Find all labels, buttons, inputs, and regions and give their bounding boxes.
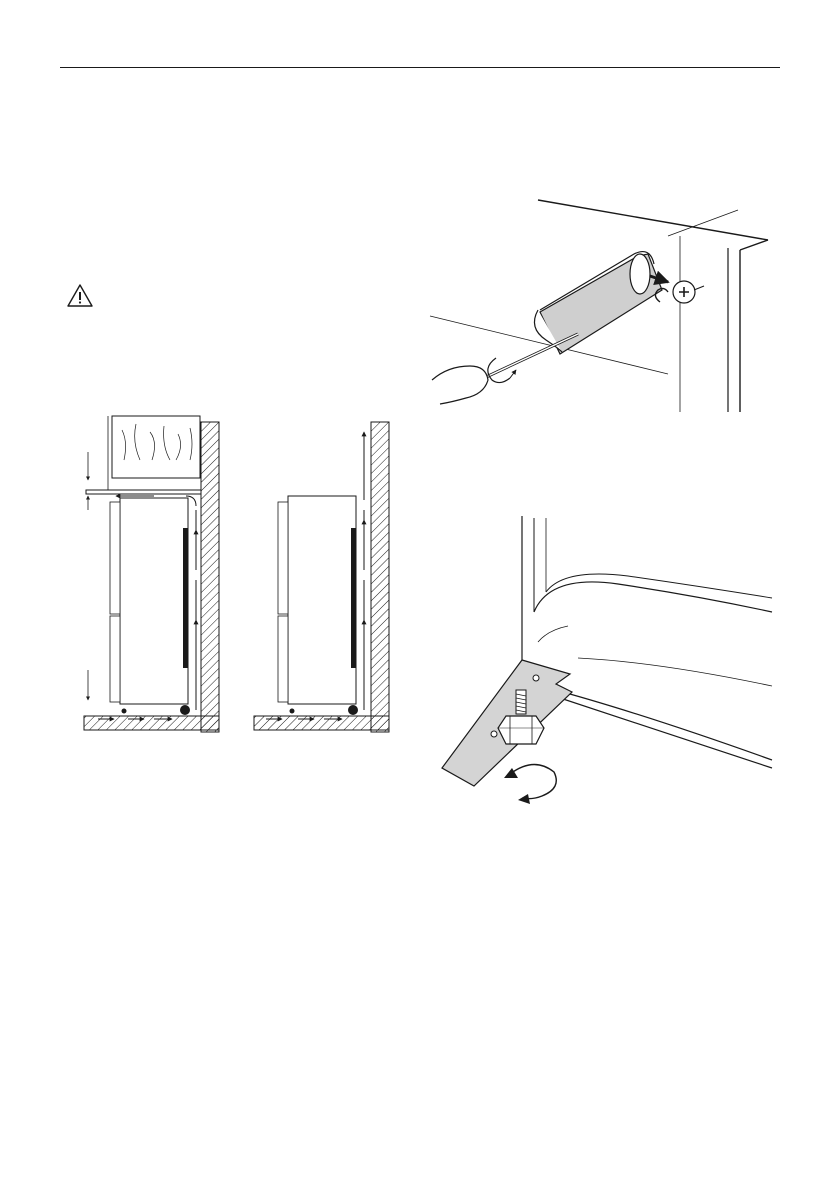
hex-nut-icon <box>498 716 544 744</box>
screw-icon <box>650 276 704 303</box>
cabinet-above <box>112 416 200 478</box>
built-in-installation <box>84 416 219 732</box>
screwdriver-icon <box>432 334 578 404</box>
warning-triangle-icon <box>66 283 94 309</box>
rotate-arrow-icon <box>504 764 556 804</box>
freestanding-installation <box>254 422 389 732</box>
top-rule <box>60 67 780 68</box>
adjustable-foot-figure <box>438 512 788 812</box>
ventilation-airflow-diagram <box>78 410 388 740</box>
spacer-block <box>534 252 662 354</box>
spacer-installation-figure <box>428 190 788 420</box>
